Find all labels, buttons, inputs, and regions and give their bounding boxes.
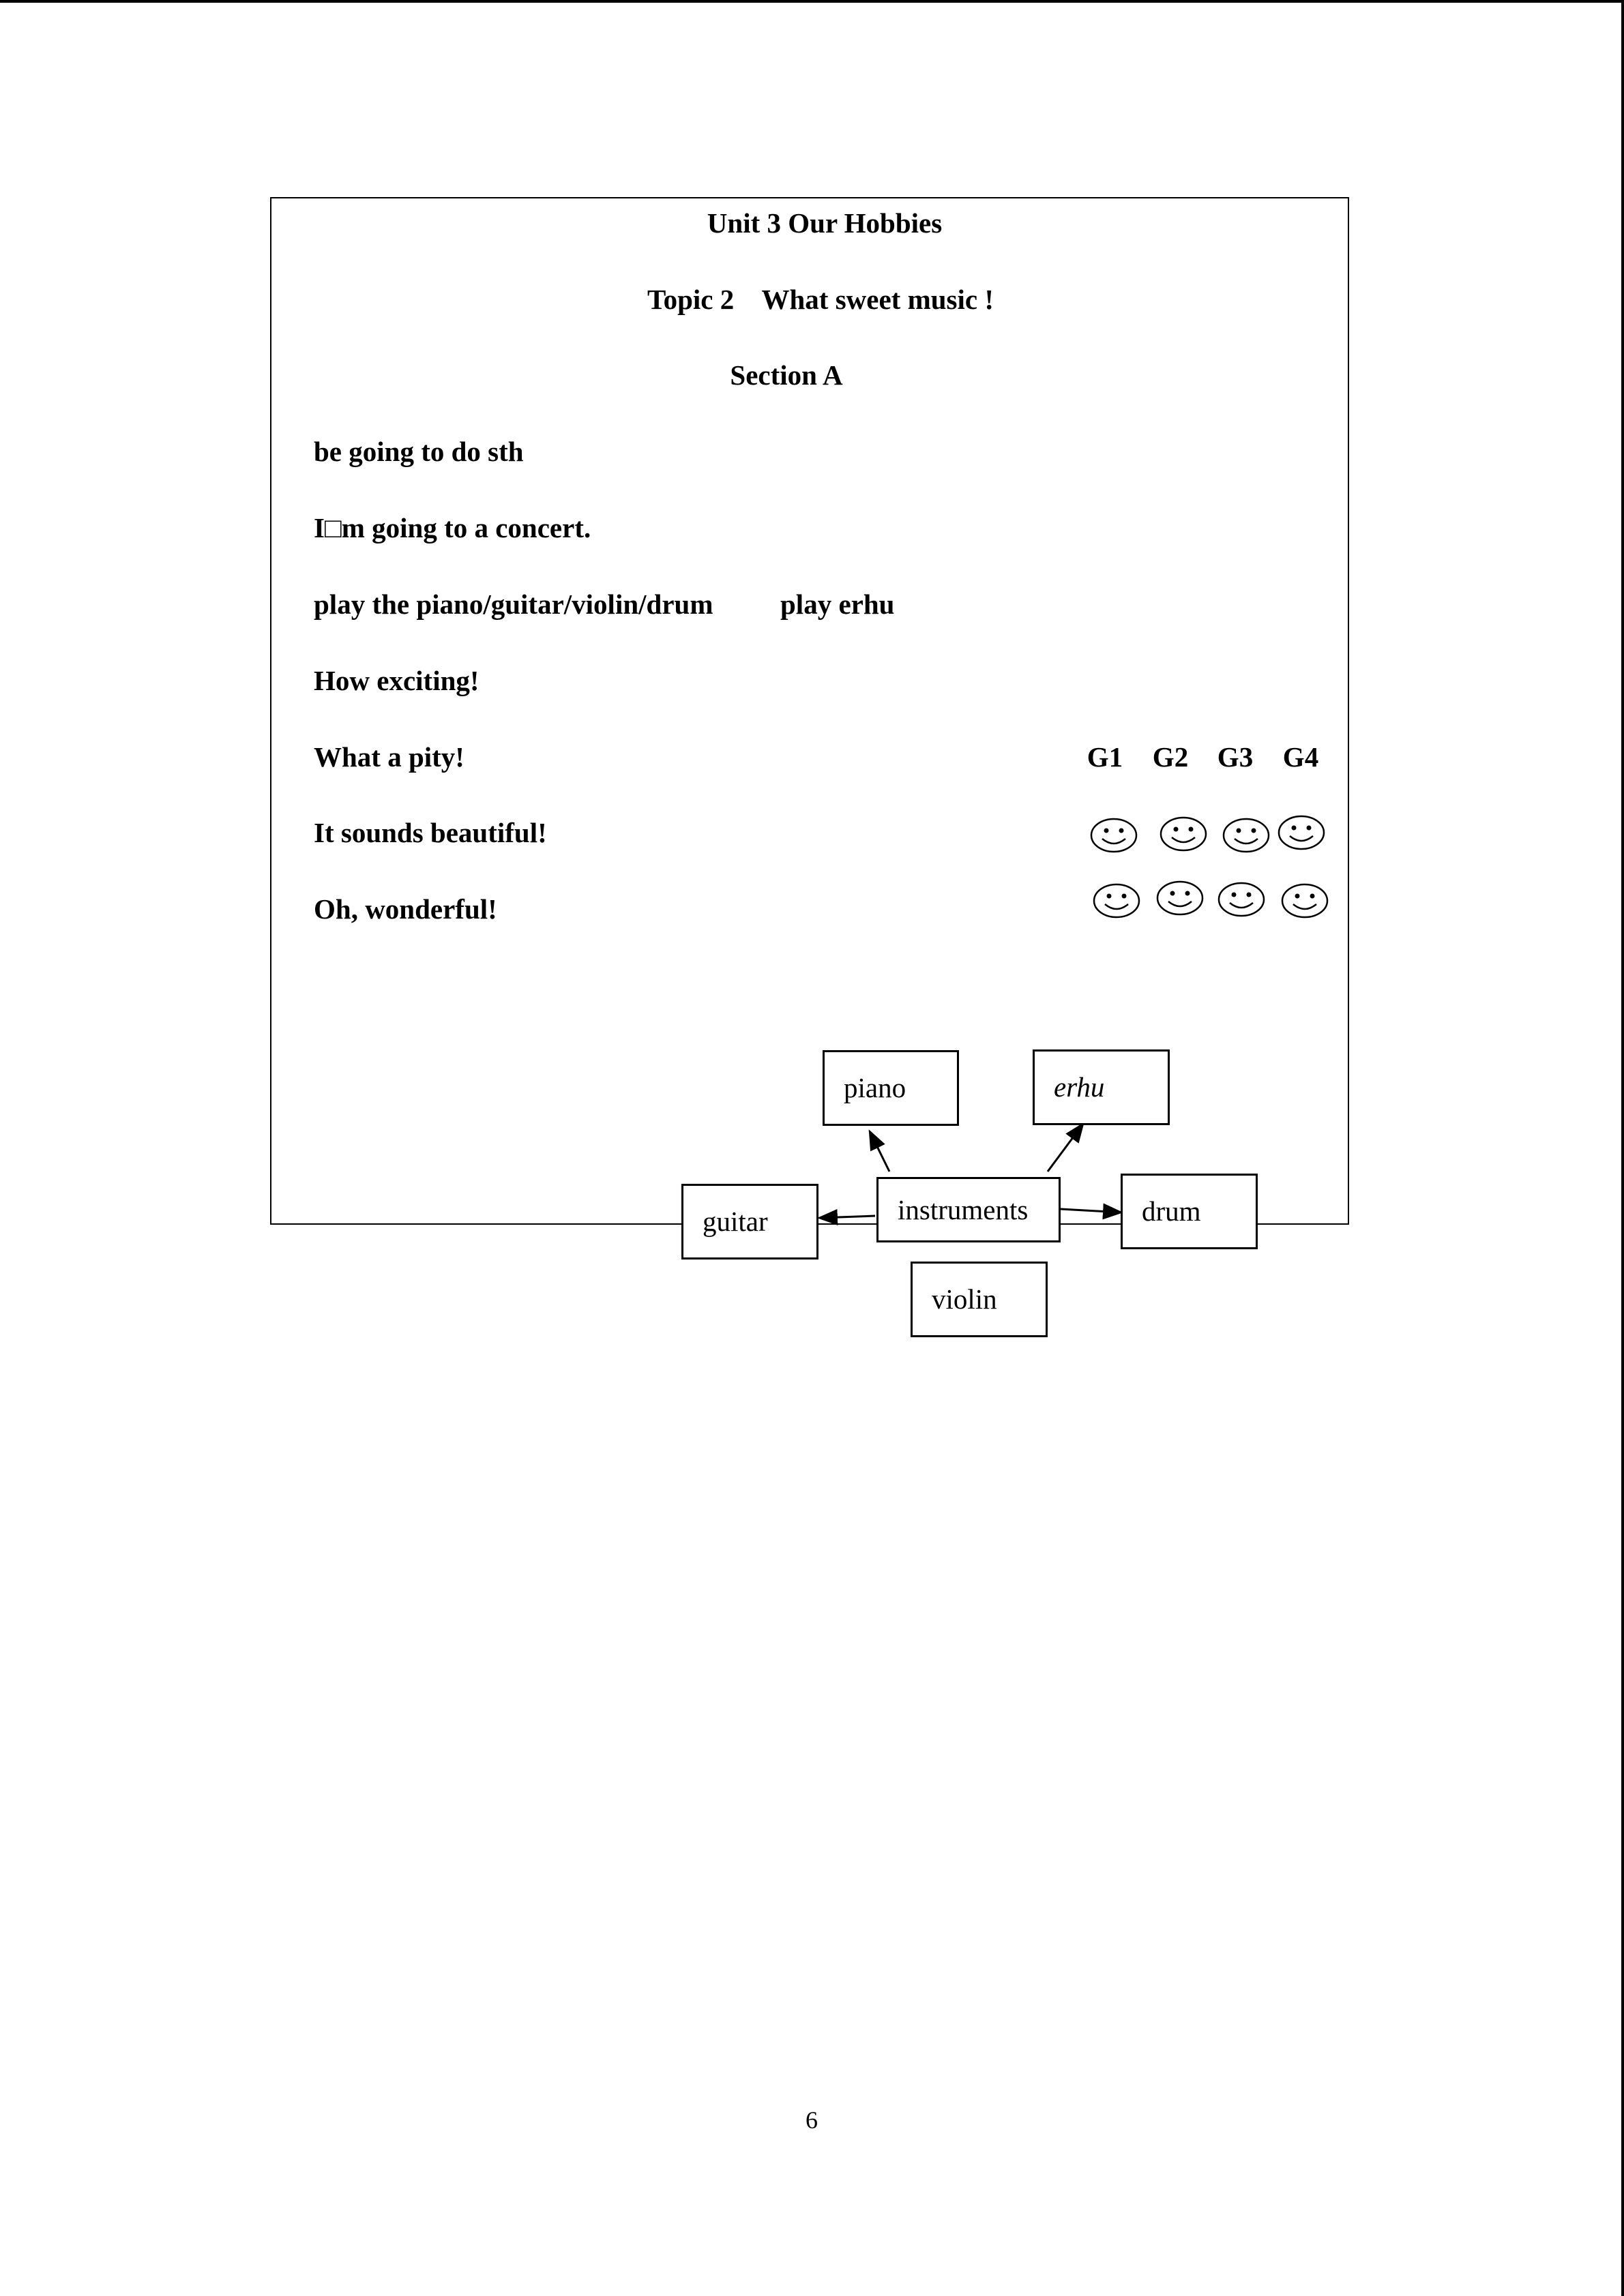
unit-title: Unit 3 Our Hobbies bbox=[707, 207, 943, 239]
phrase-what-a-pity: What a pity! bbox=[314, 741, 464, 773]
node-label: erhu bbox=[1054, 1071, 1105, 1103]
node-label: drum bbox=[1142, 1195, 1201, 1227]
page-number: 6 bbox=[806, 2106, 818, 2134]
smiley-icon bbox=[1090, 818, 1138, 853]
group-label-g1: G1 bbox=[1087, 741, 1123, 773]
phrase-sounds-beautiful: It sounds beautiful! bbox=[314, 817, 547, 848]
arrow-to-drum bbox=[1060, 1203, 1123, 1220]
mindmap-node-guitar: guitar bbox=[681, 1184, 818, 1259]
smiley-icon bbox=[1160, 816, 1207, 852]
phrase-play-erhu: play erhu bbox=[780, 588, 895, 620]
mindmap-node-instruments: instruments bbox=[876, 1177, 1061, 1242]
smiley-icon bbox=[1156, 880, 1204, 916]
phrase-how-exciting: How exciting! bbox=[314, 665, 479, 696]
arrow-to-guitar bbox=[817, 1209, 876, 1226]
mindmap-node-erhu: erhu bbox=[1033, 1049, 1170, 1125]
smiley-icon bbox=[1217, 882, 1265, 917]
section-title: Section A bbox=[730, 359, 843, 391]
arrow-to-piano bbox=[868, 1129, 891, 1172]
page-top-border bbox=[0, 0, 1624, 3]
node-label: violin bbox=[932, 1283, 997, 1315]
group-label-g4: G4 bbox=[1282, 741, 1319, 773]
phrase-be-going-to: be going to do sth bbox=[314, 436, 524, 467]
mindmap-node-piano: piano bbox=[823, 1050, 959, 1126]
node-label: guitar bbox=[703, 1206, 768, 1237]
page-right-border bbox=[1621, 0, 1624, 2296]
arrow-to-erhu bbox=[1046, 1122, 1084, 1172]
smiley-icon bbox=[1281, 883, 1329, 919]
phrase-going-to-concert: I□m going to a concert. bbox=[314, 512, 591, 543]
group-label-g3: G3 bbox=[1217, 741, 1254, 773]
mindmap-node-violin: violin bbox=[911, 1262, 1048, 1337]
smiley-icon bbox=[1222, 818, 1270, 853]
node-label: instruments bbox=[898, 1193, 1029, 1225]
smiley-icon bbox=[1093, 883, 1140, 919]
group-label-g2: G2 bbox=[1152, 741, 1189, 773]
smiley-icon bbox=[1278, 815, 1325, 850]
mindmap-node-drum: drum bbox=[1121, 1174, 1258, 1249]
node-label: piano bbox=[844, 1072, 906, 1103]
topic-title: Topic 2 What sweet music ! bbox=[647, 284, 994, 315]
phrase-oh-wonderful: Oh, wonderful! bbox=[314, 893, 497, 925]
phrase-play-instruments: play the piano/guitar/violin/drum bbox=[314, 588, 713, 620]
